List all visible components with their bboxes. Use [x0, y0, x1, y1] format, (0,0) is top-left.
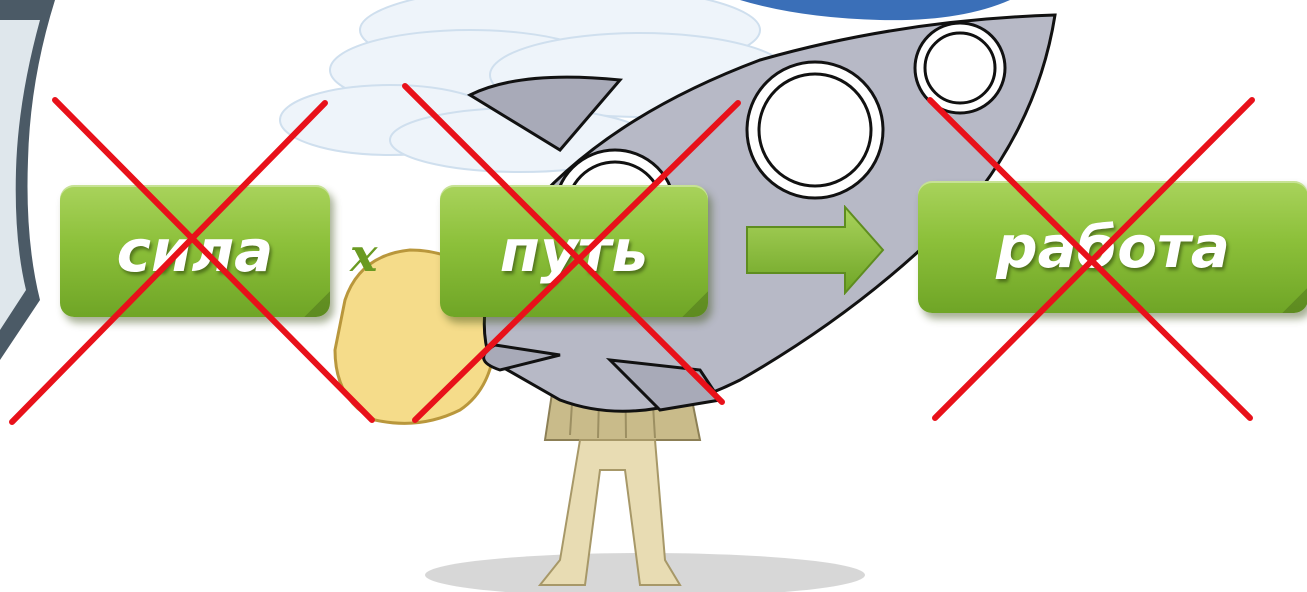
- cross-out-mark: [55, 100, 372, 420]
- cross-out-mark: [405, 86, 722, 402]
- cross-out-mark: [12, 103, 325, 422]
